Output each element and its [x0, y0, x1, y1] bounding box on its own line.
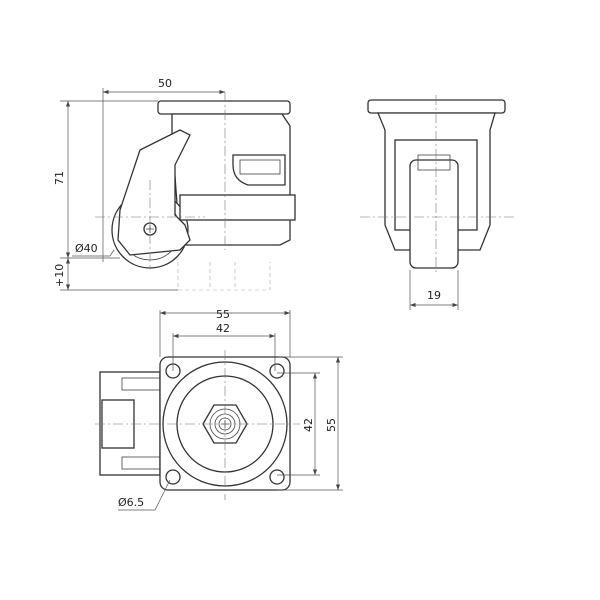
dim-wheel-width-19: 19: [427, 289, 441, 302]
dim-height-71: 71: [53, 171, 66, 185]
dim-hole-spacing-x-42: 42: [216, 322, 230, 335]
dim-hole-diameter: Ø6.5: [118, 496, 144, 509]
dim-hole-spacing-y-42: 42: [302, 418, 315, 432]
mounting-holes: [165, 363, 285, 485]
wheel-front: [409, 159, 459, 269]
dim-width-50: 50: [158, 77, 172, 90]
bottom-view: 55 42 42 55 Ø6.5: [95, 308, 343, 511]
dim-adjust-10: +10: [53, 264, 66, 287]
side-view: 50 71 +10 Ø40: [53, 77, 296, 291]
dim-plate-height-55: 55: [325, 418, 338, 432]
dim-wheel-diameter: Ø40: [75, 242, 98, 255]
dim-plate-width-55: 55: [216, 308, 230, 321]
front-view: 19: [360, 95, 515, 310]
